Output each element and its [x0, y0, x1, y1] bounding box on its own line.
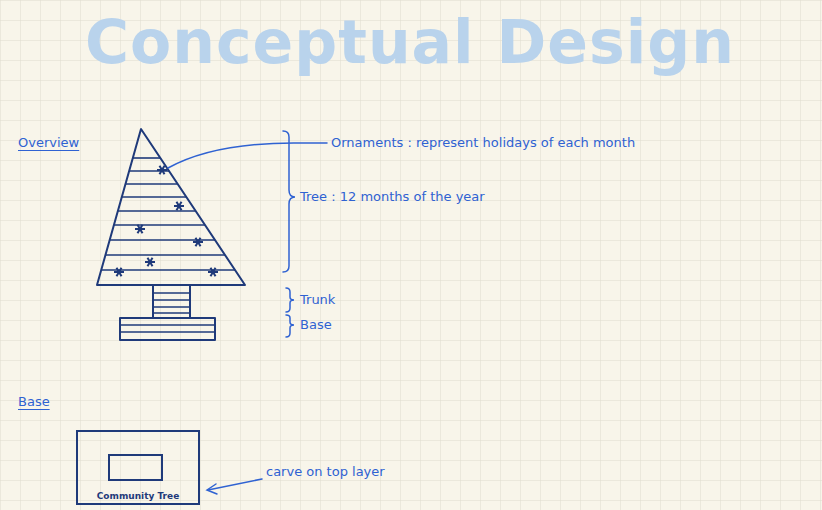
- section-heading: Base: [18, 394, 50, 410]
- base-box: Community Tree: [76, 430, 200, 505]
- tree-sketch: [97, 129, 245, 340]
- note-label: carve on top layer: [266, 464, 385, 480]
- brackets: [168, 131, 327, 494]
- node-text: Community Tree: [97, 491, 180, 502]
- section-heading: Overview: [18, 135, 79, 151]
- arrow-head: [207, 484, 217, 494]
- carving-slot: [109, 455, 162, 480]
- note-label: Ornaments : represent holidays of each m…: [331, 135, 635, 151]
- note-label: Tree : 12 months of the year: [300, 189, 485, 205]
- part-label: Base: [300, 317, 332, 333]
- leader-line: [168, 143, 327, 168]
- part-label: Trunk: [300, 292, 335, 308]
- page-title: Conceptual Design: [85, 12, 735, 72]
